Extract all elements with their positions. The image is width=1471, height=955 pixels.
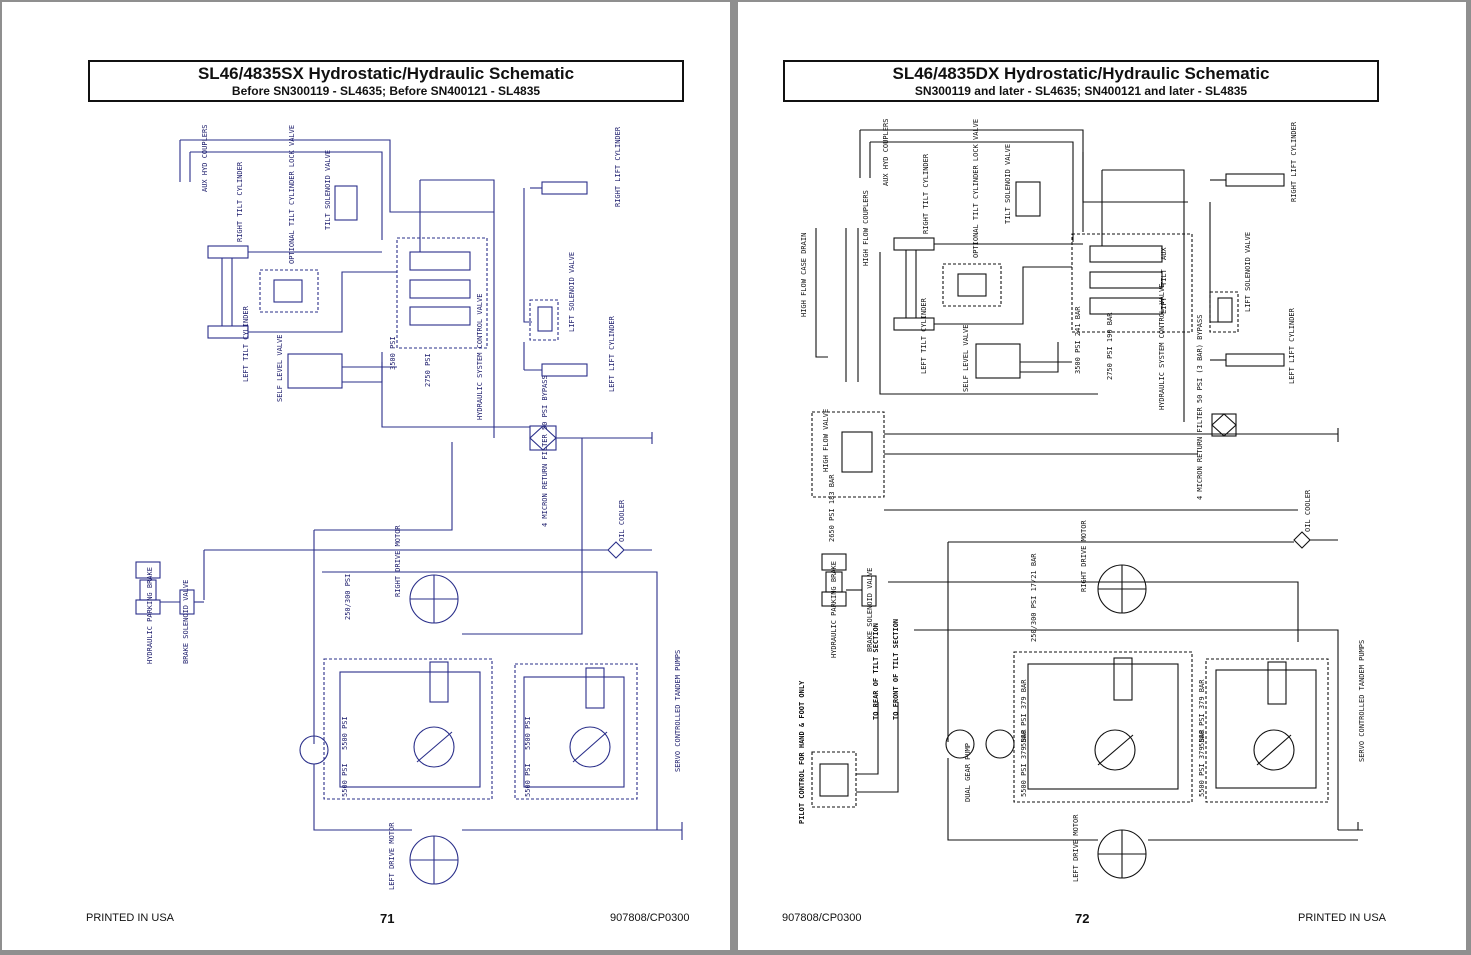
right-schematic: AUX HYD COUPLERS TILT SOLENOID VALVE RIG… [798, 119, 1366, 882]
label-3500-psi: 3500 PSI [389, 336, 397, 370]
r-label-lift: LIFT [1160, 296, 1168, 314]
label-right-drive-motor: RIGHT DRIVE MOTOR [394, 525, 402, 597]
label-optional-lock: OPTIONAL TILT CYLINDER LOCK VALVE [288, 125, 296, 264]
label-left-tilt-cyl: LEFT TILT CYLINDER [242, 305, 250, 382]
right-title-box: SL46/4835DX Hydrostatic/Hydraulic Schema… [783, 60, 1379, 102]
label-self-level: SELF LEVEL VALVE [276, 335, 284, 402]
left-footer-right: 907808/CP0300 [610, 912, 690, 924]
left-schematic: AUX HYD COUPLERS TILT SOLENOID VALVE RIG… [135, 125, 683, 890]
left-footer-left: PRINTED IN USA [86, 912, 175, 924]
label-tilt-solenoid: TILT SOLENOID VALVE [324, 150, 332, 230]
r-label-return-filter: 4 MICRON RETURN FILTER 50 PSI (3 BAR) BY… [1196, 315, 1204, 500]
label-hyd-control-valve: HYDRAULIC SYSTEM CONTROL VALVE [476, 294, 484, 420]
r-label-250-300-psi: 250/300 PSI 17/21 BAR [1030, 553, 1038, 642]
r-label-tilt: TILT [1160, 268, 1168, 286]
r-label-3500-psi: 3500 PSI 241 BAR [1074, 306, 1082, 374]
r-label-self-level: SELF LEVEL VALVE [962, 325, 970, 392]
label-5500-psi-c: 5500 PSI [524, 716, 532, 750]
label-left-drive-motor: LEFT DRIVE MOTOR [388, 822, 396, 890]
right-page-number: 72 [1075, 911, 1090, 926]
r-label-servo-pumps: SERVO CONTROLLED TANDEM PUMPS [1358, 640, 1366, 762]
r-label-2750-psi: 2750 PSI 190 BAR [1106, 312, 1114, 380]
label-aux-hyd-couplers: AUX HYD COUPLERS [201, 125, 209, 192]
label-right-lift-cyl: RIGHT LIFT CYLINDER [614, 126, 622, 207]
r-label-pilot-control: PILOT CONTROL FOR HAND & FOOT ONLY [798, 680, 806, 824]
r-label-aux-hyd-couplers: AUX HYD COUPLERS [882, 119, 890, 186]
right-footer-left: 907808/CP0300 [782, 912, 862, 924]
r-label-hyd-control-valve: HYDRAULIC SYSTEM CONTROL VALVE [1158, 284, 1166, 410]
label-brake-solenoid: BRAKE SOLENOID VALVE [182, 580, 190, 664]
label-250-300-psi: 250/300 PSI [344, 574, 352, 620]
r-label-left-drive-motor: LEFT DRIVE MOTOR [1072, 814, 1080, 882]
r-label-right-lift-cyl: RIGHT LIFT CYLINDER [1290, 121, 1298, 202]
r-label-5500-a: 5500 PSI 379 BAR [1020, 679, 1028, 747]
left-page-subtitle: Before SN300119 - SL4635; Before SN40012… [231, 84, 541, 98]
r-label-left-tilt-cyl: LEFT TILT CYLINDER [920, 297, 928, 374]
label-oil-cooler: OIL COOLER [618, 499, 626, 542]
left-page-title: SL46/4835SX Hydrostatic/Hydraulic Schema… [197, 64, 575, 83]
r-label-parking-brake: HYDRAULIC PARKING BRAKE [830, 561, 838, 658]
label-servo-pumps: SERVO CONTROLLED TANDEM PUMPS [674, 650, 682, 772]
left-page: SL46/4835SX Hydrostatic/Hydraulic Schema… [2, 2, 730, 950]
right-page: SL46/4835DX Hydrostatic/Hydraulic Schema… [738, 2, 1466, 950]
r-label-brake-solenoid: BRAKE SOLENOID VALVE [866, 568, 874, 652]
r-label-optional-lock: OPTIONAL TILT CYLINDER LOCK VALVE [972, 119, 980, 258]
left-title-box: SL46/4835SX Hydrostatic/Hydraulic Schema… [88, 60, 684, 102]
r-label-to-rear-tilt: TO REAR OF TILT SECTION [872, 623, 880, 720]
r-label-high-flow-couplers: HIGH FLOW COUPLERS [862, 190, 870, 266]
left-page-number: 71 [380, 911, 395, 926]
label-2750-psi: 2750 PSI [424, 353, 432, 387]
r-label-right-tilt-cyl: RIGHT TILT CYLINDER [922, 153, 930, 234]
r-label-5500-d: 5500 PSI 379 BAR [1198, 729, 1206, 797]
r-label-dual-gear-pump: DUAL GEAR PUMP [964, 743, 972, 802]
r-label-to-front-tilt: TO FRONT OF TILT SECTION [892, 619, 900, 720]
right-page-title: SL46/4835DX Hydrostatic/Hydraulic Schema… [892, 64, 1270, 83]
r-label-left-lift-cyl: LEFT LIFT CYLINDER [1288, 307, 1296, 384]
r-label-right-drive-motor: RIGHT DRIVE MOTOR [1080, 520, 1088, 592]
label-left-lift-cyl: LEFT LIFT CYLINDER [608, 315, 616, 392]
r-label-2650-psi: 2650 PSI 183 BAR [828, 474, 836, 542]
r-label-tilt-solenoid: TILT SOLENOID VALVE [1004, 144, 1012, 224]
r-label-oil-cooler: OIL COOLER [1304, 489, 1312, 532]
r-label-5500-b: 5500 PSI 379 BAR [1020, 729, 1028, 797]
right-footer-right: PRINTED IN USA [1298, 912, 1387, 924]
label-lift-solenoid: LIFT SOLENOID VALVE [568, 252, 576, 332]
label-5500-psi-b: 5500 PSI [341, 763, 349, 797]
r-label-lift-solenoid: LIFT SOLENOID VALVE [1244, 232, 1252, 312]
right-page-subtitle: SN300119 and later - SL4635; SN400121 an… [914, 84, 1248, 98]
r-label-high-flow-case-drain: HIGH FLOW CASE DRAIN [800, 233, 808, 317]
label-5500-psi-d: 5500 PSI [524, 763, 532, 797]
r-label-high-flow-valve: HIGH FLOW VALVE [822, 409, 830, 472]
label-parking-brake: HYDRAULIC PARKING BRAKE [146, 567, 154, 664]
r-label-aux: AUX [1160, 247, 1168, 260]
label-right-tilt-cyl: RIGHT TILT CYLINDER [236, 161, 244, 242]
r-label-5500-c: 5500 PSI 379 BAR [1198, 679, 1206, 747]
label-return-filter: 4 MICRON RETURN FILTER 50 PSI BYPASS [541, 375, 549, 527]
label-5500-psi-a: 5500 PSI [341, 716, 349, 750]
